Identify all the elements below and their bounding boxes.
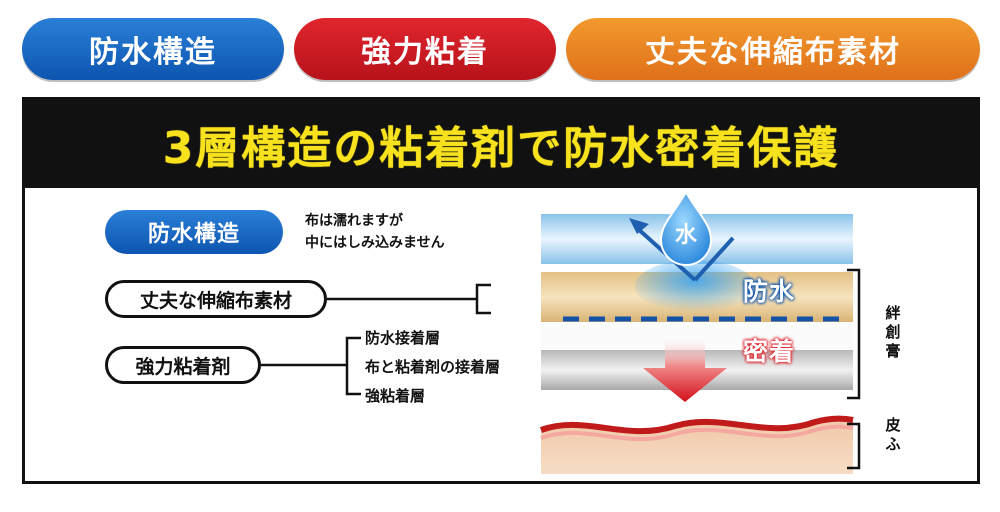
bandage-bracket	[847, 268, 861, 400]
water-splash	[635, 260, 755, 312]
adhesive-layer-item: 強粘着層	[365, 387, 426, 405]
feature-pill-waterproof: 防水構造	[22, 18, 284, 80]
bandage-char: 絆	[885, 304, 901, 322]
waterproof-note-line-2: 中にはしみ込みません	[305, 235, 445, 251]
water-drop-label: 水	[674, 223, 697, 248]
waterproof-structure-label: 防水構造	[105, 210, 283, 254]
adhesive-layer-item: 防水接着層	[365, 329, 441, 347]
skin-bracket	[847, 422, 861, 470]
adhesion-tag: 密着	[743, 337, 796, 366]
panel-banner: 3層構造の粘着剤で防水密着保護	[25, 100, 977, 188]
skin-char: ふ	[885, 435, 901, 453]
skin-side-label: 皮 ふ	[883, 416, 903, 454]
waterproof-note: 布は濡れますが 中にはしみ込みません	[305, 210, 445, 254]
adhesion-arrow	[643, 336, 727, 402]
panel-title: 3層構造の粘着剤で防水密着保護	[162, 123, 840, 174]
skin-surface	[539, 415, 854, 435]
deflect-arrow-right	[693, 236, 735, 282]
bandage-char: 膏	[885, 342, 901, 360]
structure-panel: 3層構造の粘着剤で防水密着保護	[22, 97, 980, 484]
bandage-side-label: 絆 創 膏	[883, 304, 903, 361]
feature-pill-adhesion: 強力粘着	[294, 18, 556, 80]
waterproof-tag: 防水	[743, 277, 796, 306]
bandage-char: 創	[885, 323, 901, 341]
adhesive-label: 強力粘着剤	[105, 346, 261, 384]
waterproof-note-line-1: 布は濡れますが	[305, 213, 403, 229]
layer-illustration	[539, 189, 861, 474]
skin-char: 皮	[885, 416, 901, 434]
fabric-label: 丈夫な伸縮布素材	[105, 280, 327, 318]
feature-pill-fabric: 丈夫な伸縮布素材	[566, 18, 980, 80]
adhesive-layer-item: 布と粘着剤の接着層	[365, 358, 501, 376]
adhesive-layer-list: 防水接着層 布と粘着剤の接着層 強粘着層	[365, 324, 500, 411]
water-drop-icon	[659, 189, 713, 266]
